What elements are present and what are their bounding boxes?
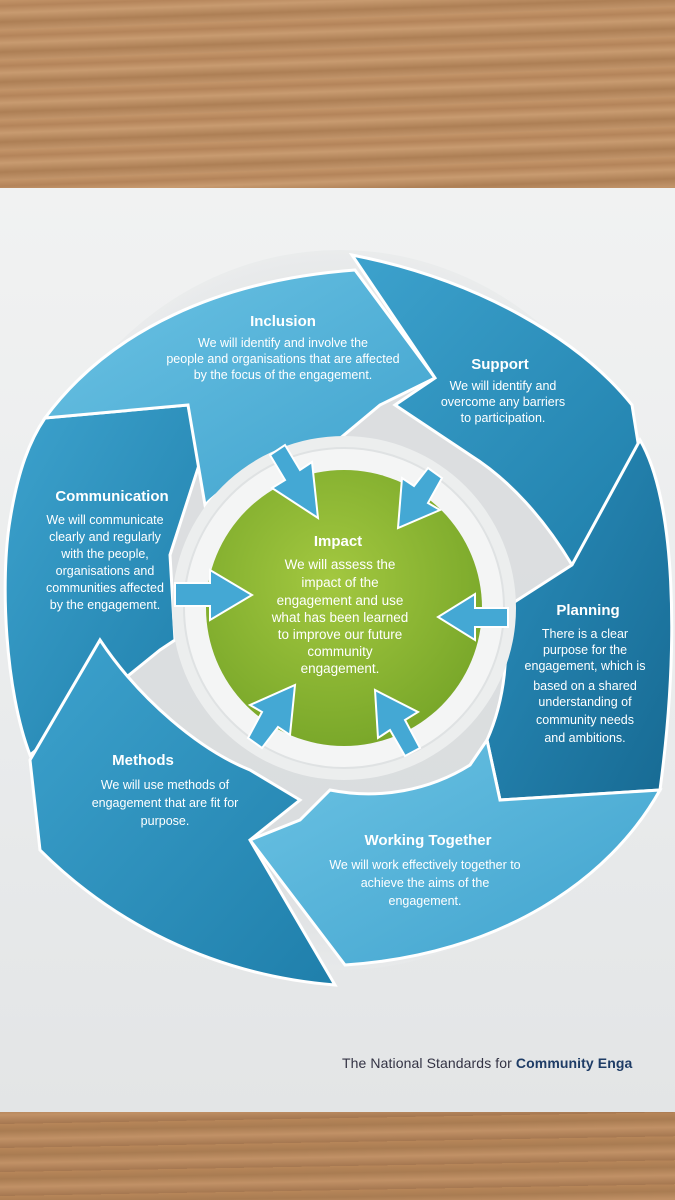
communication-text-line: with the people, (60, 547, 149, 561)
working-together-text-line: achieve the aims of the (361, 876, 490, 890)
planning-title: Planning (556, 602, 619, 619)
communication-text-line: communities affected (46, 581, 164, 595)
impact-title: Impact (314, 533, 362, 550)
wooden-table-top (0, 0, 675, 215)
support-text-line: overcome any barriers (441, 395, 565, 409)
segment-communication-shape (3, 403, 202, 758)
impact-text-line: to improve our future (278, 627, 403, 642)
impact-text-line: what has been learned (271, 610, 409, 625)
support-text-line: We will identify and (450, 379, 557, 393)
communication-label: Communication We will communicate clearl… (46, 488, 169, 612)
methods-text-line: We will use methods of (101, 778, 230, 792)
arrow-from-communication-icon (174, 568, 254, 622)
segment-working-together-shape (247, 736, 663, 967)
planning-text-line: based on a shared (533, 679, 637, 693)
planning-text-line: and ambitions. (544, 731, 625, 745)
impact-label: Impact We will assess the impact of the … (271, 533, 409, 676)
working-together-label: Working Together We will work effectivel… (329, 832, 520, 908)
page-footer: The National Standards for Community Eng… (342, 1055, 632, 1071)
planning-text-line: There is a clear (542, 627, 628, 641)
impact-circle (206, 470, 482, 746)
planning-text-line: understanding of (538, 695, 632, 709)
working-together-title: Working Together (365, 832, 492, 849)
methods-title: Methods (112, 752, 174, 769)
support-title: Support (471, 356, 529, 373)
inclusion-text-line: We will identify and involve the (198, 336, 368, 350)
footer-prefix: The National Standards for (342, 1055, 516, 1071)
impact-text-line: engagement and use (277, 593, 404, 608)
support-text-line: to participation. (461, 411, 546, 425)
arrow-from-inclusion-icon (268, 443, 320, 520)
methods-text-line: engagement that are fit for (92, 796, 239, 810)
planning-text-line: purpose for the (543, 643, 627, 657)
communication-text-line: We will communicate (46, 513, 163, 527)
arrow-from-methods-icon (246, 683, 297, 750)
arrow-from-planning-icon (436, 592, 509, 642)
methods-text-line: purpose. (141, 814, 190, 828)
wooden-table-bottom (0, 1100, 675, 1200)
inclusion-text-line: people and organisations that are affect… (166, 352, 399, 366)
planning-text-line: community needs (536, 713, 634, 727)
inclusion-title: Inclusion (250, 313, 316, 330)
communication-title: Communication (55, 488, 168, 505)
footer-title-bold: Community Enga (515, 1055, 633, 1071)
communication-text-line: organisations and (56, 564, 155, 578)
impact-text-line: engagement. (301, 661, 380, 676)
impact-text-line: We will assess the (285, 557, 396, 572)
inclusion-label: Inclusion We will identify and involve t… (166, 313, 399, 382)
segment-support-shape (348, 252, 642, 568)
working-together-text-line: We will work effectively together to (329, 858, 520, 872)
inclusion-text-line: by the focus of the engagement. (194, 368, 373, 382)
communication-text-line: clearly and regularly (49, 530, 162, 544)
impact-text-line: community (307, 644, 373, 659)
planning-label: Planning There is a clear purpose for th… (525, 602, 646, 745)
planning-text-line: engagement, which is (525, 659, 646, 673)
working-together-text-line: engagement. (389, 894, 462, 908)
support-label: Support We will identify and overcome an… (441, 356, 565, 425)
communication-text-line: by the engagement. (50, 598, 161, 612)
arrow-from-support-icon (396, 466, 444, 530)
arrow-from-working-together-icon (373, 688, 422, 758)
methods-label: Methods We will use methods of engagemen… (92, 752, 239, 828)
impact-text-line: impact of the (301, 575, 378, 590)
segment-methods-shape (28, 637, 338, 987)
